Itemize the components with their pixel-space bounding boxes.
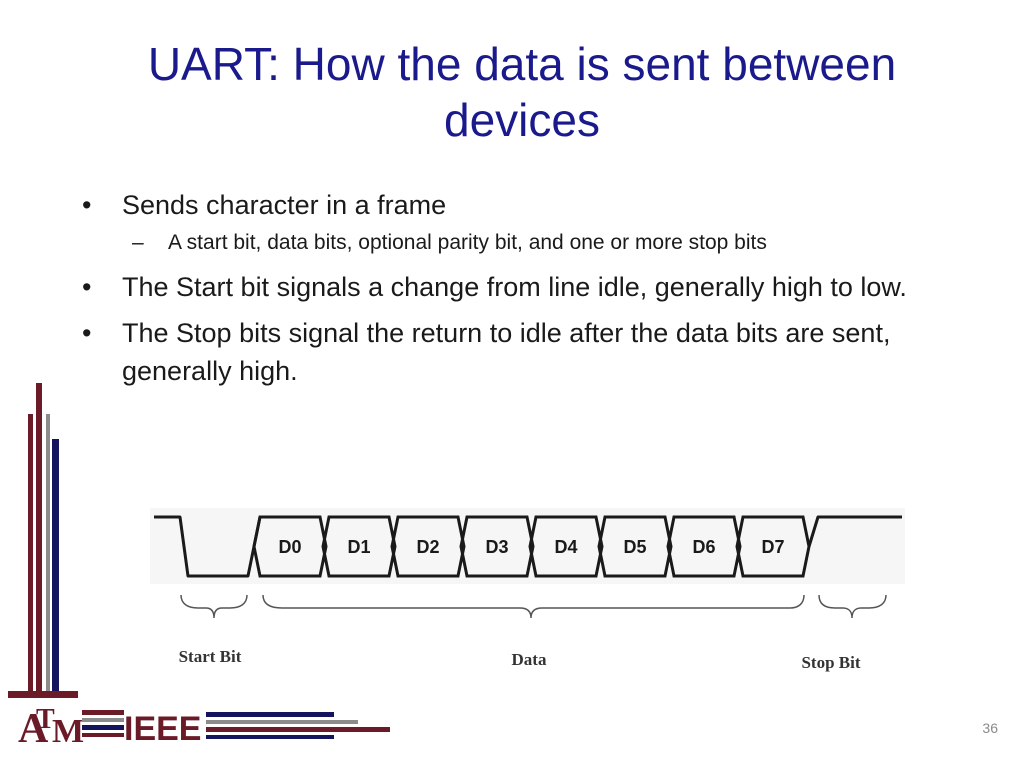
sub-bullet-text: A start bit, data bits, optional parity … [168,231,767,254]
logo-bar-maroon [36,383,42,697]
data-bit-cell-d2 [390,515,466,578]
bullet-text: The Start bit signals a change from line… [122,272,907,302]
logo-letter-a: A [18,706,49,752]
bullet-item: • Sends character in a frame [82,186,982,224]
logo-ieee-text: IEEE [124,710,201,748]
data-bit-cell-d7 [735,515,811,578]
start-bit-brace [180,594,248,619]
data-bit-cell-d5 [597,515,673,578]
data-label: Data [512,650,547,669]
tamu-ieee-logo: A T M IEEE [0,380,400,768]
stop-bit-brace [818,594,887,619]
data-bit-label: D3 [485,537,508,557]
bullet-icon: • [82,272,92,302]
logo-letter-m: M [52,713,84,750]
bullet-icon: • [82,318,92,348]
data-bit-cell-d1 [321,515,397,578]
bullet-text: Sends character in a frame [122,190,447,220]
logo-stripe [82,725,124,730]
data-bit-cell-d6 [666,515,742,578]
logo-bar-maroon-left [28,414,33,697]
bullet-item: • The Start bit signals a change from li… [82,268,982,306]
sub-bullet-item: – A start bit, data bits, optional parit… [82,228,982,258]
stop-bit-label: Stop Bit [801,653,860,672]
data-bit-label: D0 [278,537,301,557]
logo-svg: A T M IEEE [8,383,390,752]
start-bit-waveform [154,515,262,578]
data-bit-label: D4 [554,537,577,557]
data-brace [262,594,805,619]
logo-stripe [82,710,124,715]
bullet-list: • Sends character in a frame – A start b… [82,186,982,398]
logo-stripe [82,718,124,722]
logo-bar-gray [46,414,50,697]
data-bit-label: D6 [692,537,715,557]
slide-number: 36 [982,720,998,736]
data-bit-cell-d3 [459,515,535,578]
start-bit-label: Start Bit [179,647,242,666]
dash-icon: – [132,231,144,254]
logo-stripe [206,720,358,724]
logo-stripe [82,733,124,737]
data-bit-cells [252,515,811,578]
logo-letter-t: T [36,704,55,735]
logo-stripe [206,712,334,717]
bullet-text: The Stop bits signal the return to idle … [122,318,891,386]
uart-timing-svg: D0 D1 D2 D3 D4 D5 D6 D7 Start Bit Data S… [150,508,905,672]
bullet-item: • The Stop bits signal the return to idl… [82,314,982,390]
data-bit-label: D5 [623,537,646,557]
slide-title-line-1: UART: How the data is sent between [147,38,897,90]
logo-stripe [206,727,390,732]
data-bit-label: D1 [347,537,370,557]
data-bit-cell-d0 [252,515,328,578]
logo-bar-navy [52,439,59,697]
slide-title: UART: How the data is sent between devic… [60,36,984,148]
stop-bit-waveform [807,515,902,547]
data-bit-cell-d4 [528,515,604,578]
data-bit-label: D2 [416,537,439,557]
uart-frame-diagram: D0 D1 D2 D3 D4 D5 D6 D7 Start Bit Data S… [150,500,910,680]
logo-stripe [206,735,334,739]
slide-title-line-2: devices [444,94,600,146]
bullet-icon: • [82,190,92,220]
data-bit-label: D7 [761,537,784,557]
logo-t-crossbar [8,691,78,698]
